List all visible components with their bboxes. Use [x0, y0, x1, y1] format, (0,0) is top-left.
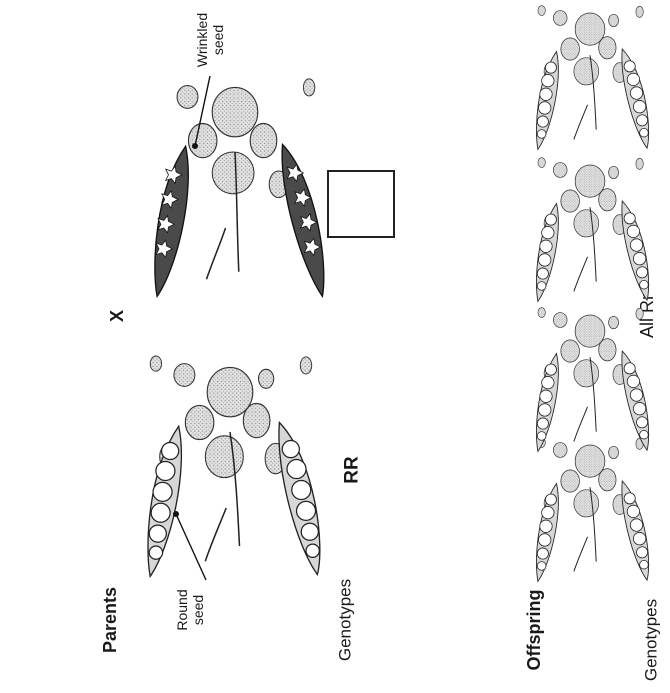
pea-plant-round-seed-icon [148, 356, 320, 576]
pea-plant-offspring-icon [536, 438, 648, 582]
wrinkled-seed-dot [192, 143, 198, 149]
pea-plant-offspring-icon [536, 158, 648, 302]
pea-plant-offspring-icon [536, 308, 648, 452]
pea-plant-offspring-icon [536, 6, 648, 150]
round-seed-dot [173, 511, 179, 517]
pea-plant-wrinkled-seed-icon [155, 79, 324, 297]
round-seed-pointer [176, 514, 206, 580]
